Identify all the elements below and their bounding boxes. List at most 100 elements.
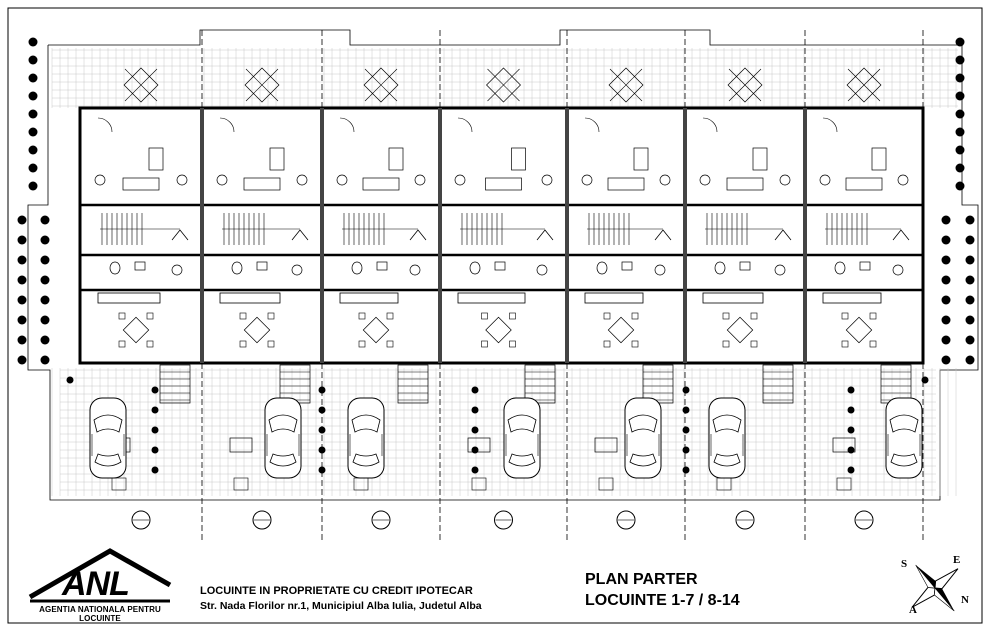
tree-icon: [17, 275, 27, 285]
tree-icon: [965, 275, 975, 285]
entrance-steps: [524, 364, 556, 404]
sofa-icon: [511, 147, 526, 171]
stair-arrow-icon: [409, 229, 427, 241]
chair-icon: [509, 312, 516, 320]
dining-table-icon: [243, 316, 271, 344]
housing-units: [78, 30, 925, 540]
tree-icon: [847, 386, 855, 394]
kitchen-counter: [339, 292, 399, 304]
site-boundary: [27, 29, 979, 501]
chair-icon: [750, 312, 758, 320]
tree-icon: [955, 145, 965, 155]
tree-icon: [965, 335, 975, 345]
meter-box: [836, 477, 852, 491]
sink-icon: [892, 264, 904, 276]
sink-icon: [859, 261, 871, 271]
tree-icon: [682, 406, 690, 414]
chair-icon: [336, 174, 348, 186]
tree-icon: [847, 426, 855, 434]
agency-name: AGENTIA NATIONALA PENTRU LOCUINTE: [39, 605, 161, 623]
chair-icon: [358, 340, 366, 348]
chair-icon: [581, 174, 593, 186]
sofa-icon: [607, 177, 645, 191]
kitchen-counter: [97, 292, 161, 304]
dining-table-icon: [122, 316, 150, 344]
tree-rows: [17, 37, 975, 474]
chair-icon: [841, 340, 849, 348]
tree-icon: [17, 215, 27, 225]
sink-icon: [536, 264, 548, 276]
stair-arrow-icon: [171, 229, 189, 241]
chair-icon: [841, 312, 849, 320]
tree-icon: [955, 91, 965, 101]
meter-box: [111, 477, 127, 491]
stair-arrow-icon: [536, 229, 554, 241]
kitchen-counter: [702, 292, 764, 304]
unit: [336, 30, 441, 540]
tree-icon: [28, 181, 38, 191]
tree-icon: [471, 386, 479, 394]
entrance-steps: [279, 364, 311, 404]
tree-icon: [471, 446, 479, 454]
sink-icon: [409, 264, 421, 276]
sink-icon: [654, 264, 666, 276]
tree-icon: [66, 376, 74, 384]
sheet-border: [7, 7, 983, 624]
unit: [819, 30, 924, 540]
door-swing: [339, 117, 355, 133]
compass-a: A: [909, 604, 917, 616]
section-markers: [131, 510, 874, 530]
sink-icon: [256, 261, 268, 271]
tree-icon: [955, 37, 965, 47]
tree-icon: [28, 37, 38, 47]
sofa-icon: [871, 147, 887, 171]
chair-icon: [267, 312, 275, 320]
chair-icon: [454, 174, 466, 186]
sofa-icon: [388, 147, 404, 171]
chair-icon: [386, 340, 394, 348]
tree-icon: [28, 55, 38, 65]
toilet-icon: [834, 261, 846, 275]
tree-icon: [151, 446, 159, 454]
entrance-steps: [397, 364, 429, 404]
kitchen-counter: [822, 292, 882, 304]
meter-box: [471, 477, 487, 491]
tree-icon: [682, 386, 690, 394]
tree-icon: [28, 163, 38, 173]
chair-icon: [358, 312, 366, 320]
chair-icon: [414, 174, 426, 186]
chair-icon: [869, 340, 877, 348]
tree-icon: [941, 255, 951, 265]
entrance-steps: [880, 364, 912, 404]
tree-icon: [955, 55, 965, 65]
tree-icon: [151, 406, 159, 414]
chair-icon: [509, 340, 516, 348]
party-wall: [438, 108, 442, 363]
chair-icon: [118, 312, 126, 320]
chair-icon: [750, 340, 758, 348]
chair-icon: [481, 312, 488, 320]
tree-icon: [847, 446, 855, 454]
chair-icon: [779, 174, 791, 186]
sofa-icon: [243, 177, 281, 191]
car-icon: [503, 397, 541, 479]
sink-icon: [171, 264, 183, 276]
tree-icon: [28, 91, 38, 101]
tree-icon: [941, 335, 951, 345]
door-swing: [219, 117, 235, 133]
tree-icon: [17, 335, 27, 345]
tree-icon: [151, 426, 159, 434]
chair-icon: [146, 340, 154, 348]
tree-icon: [17, 235, 27, 245]
project-address: Str. Nada Florilor nr.1, Municipiul Alba…: [200, 600, 482, 612]
sink-icon: [774, 264, 786, 276]
tree-icon: [17, 295, 27, 305]
chair-icon: [267, 340, 275, 348]
tree-icon: [955, 163, 965, 173]
north-arrow: S E N A: [895, 548, 975, 623]
toilet-icon: [351, 261, 363, 275]
tree-icon: [682, 446, 690, 454]
parking-cars: [89, 397, 923, 479]
tree-icon: [28, 127, 38, 137]
